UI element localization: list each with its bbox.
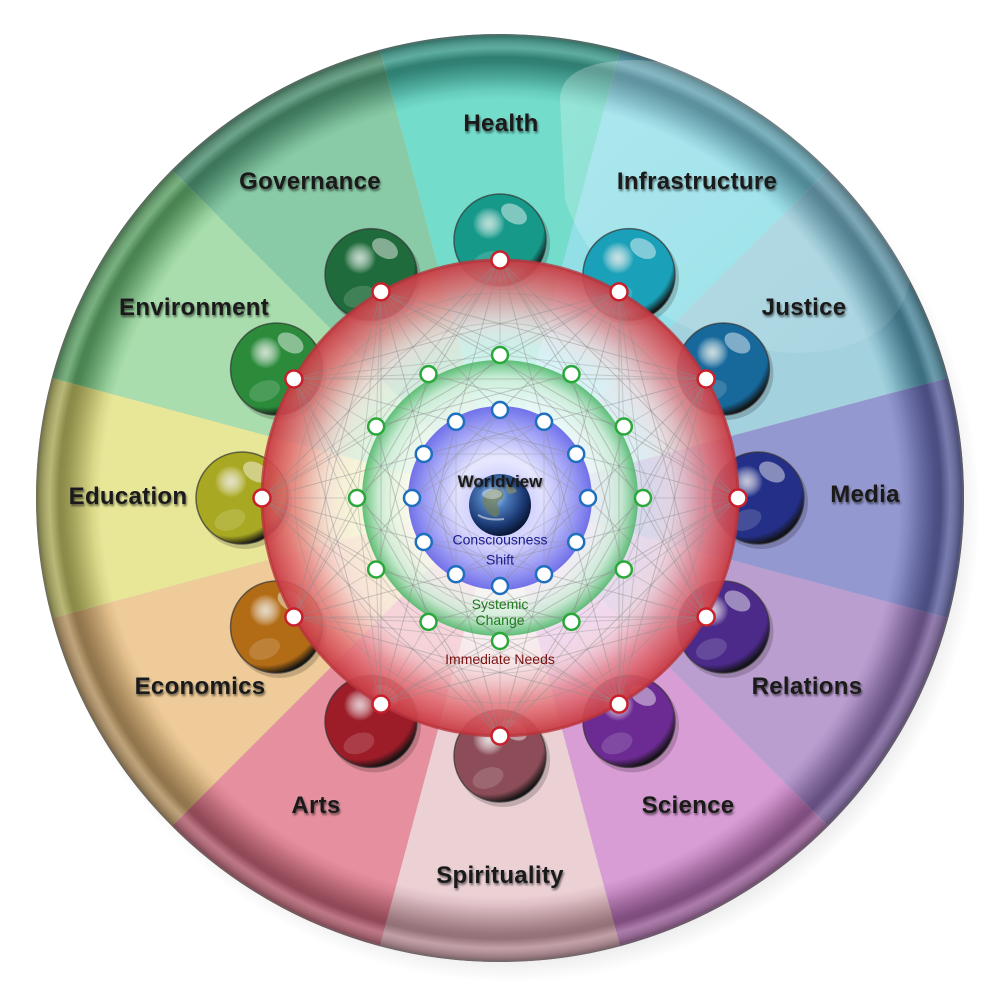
node-consciousness-shift-6[interactable] (490, 576, 510, 596)
node-systemic-change-0[interactable] (490, 345, 510, 365)
node-systemic-change-10[interactable] (366, 417, 386, 436)
node-consciousness-shift-9[interactable] (402, 488, 422, 508)
node-consciousness-shift-7[interactable] (446, 564, 466, 584)
connection-web (261, 259, 739, 737)
node-consciousness-shift-2[interactable] (566, 444, 586, 464)
node-immediate-needs-1[interactable] (609, 282, 629, 302)
node-immediate-needs-0[interactable] (490, 250, 510, 270)
sector-label-science[interactable]: Science (641, 792, 735, 819)
change-label: Change (475, 612, 525, 628)
sector-label-environment[interactable]: Environment (119, 294, 269, 321)
node-immediate-needs-5[interactable] (609, 694, 629, 714)
node-group (252, 250, 748, 746)
node-consciousness-shift-10[interactable] (414, 444, 434, 464)
node-immediate-needs-8[interactable] (284, 607, 304, 627)
node-immediate-needs-7[interactable] (371, 694, 391, 714)
node-systemic-change-3[interactable] (633, 488, 653, 508)
node-immediate-needs-6[interactable] (490, 726, 510, 746)
wheel-outline (36, 34, 964, 962)
node-immediate-needs-9[interactable] (252, 488, 272, 508)
node-consciousness-shift-3[interactable] (578, 488, 598, 508)
node-systemic-change-2[interactable] (614, 417, 634, 436)
consciousness-label: Consciousness (452, 531, 548, 548)
immediate-needs-label: Immediate Needs (445, 651, 555, 667)
node-systemic-change-9[interactable] (347, 488, 367, 508)
node-consciousness-shift-4[interactable] (566, 532, 586, 552)
sector-label-arts[interactable]: Arts (291, 792, 341, 819)
node-consciousness-shift-1[interactable] (534, 412, 554, 432)
node-consciousness-shift-11[interactable] (446, 412, 466, 432)
node-systemic-change-11[interactable] (419, 364, 438, 384)
sector-label-spirituality[interactable]: Spirituality (436, 862, 564, 889)
sector-label-infrastructure[interactable]: Infrastructure (616, 168, 778, 195)
node-systemic-change-4[interactable] (614, 560, 634, 579)
sector-label-education[interactable]: Education (68, 483, 188, 510)
node-systemic-change-5[interactable] (562, 612, 581, 632)
node-immediate-needs-11[interactable] (371, 282, 391, 302)
node-consciousness-shift-0[interactable] (490, 400, 510, 420)
node-systemic-change-6[interactable] (490, 631, 510, 651)
node-systemic-change-1[interactable] (562, 364, 581, 384)
worldview-label: Worldview (457, 472, 543, 491)
node-immediate-needs-10[interactable] (284, 369, 304, 389)
node-immediate-needs-3[interactable] (728, 488, 748, 508)
earth-globe-icon (469, 474, 531, 536)
node-consciousness-shift-8[interactable] (414, 532, 434, 552)
node-systemic-change-8[interactable] (366, 560, 386, 579)
sector-label-justice[interactable]: Justice (761, 294, 847, 321)
node-systemic-change-7[interactable] (419, 612, 438, 632)
sector-label-relations[interactable]: Relations (751, 673, 863, 700)
shift-label: Shift (485, 551, 515, 568)
node-consciousness-shift-5[interactable] (534, 564, 554, 584)
sector-label-economics[interactable]: Economics (134, 673, 266, 700)
sector-label-health[interactable]: Health (463, 110, 539, 137)
node-immediate-needs-4[interactable] (696, 607, 716, 627)
node-immediate-needs-2[interactable] (696, 369, 716, 389)
sector-label-governance[interactable]: Governance (239, 168, 381, 195)
systemic-label: Systemic (471, 596, 529, 612)
sector-label-media[interactable]: Media (830, 481, 900, 508)
